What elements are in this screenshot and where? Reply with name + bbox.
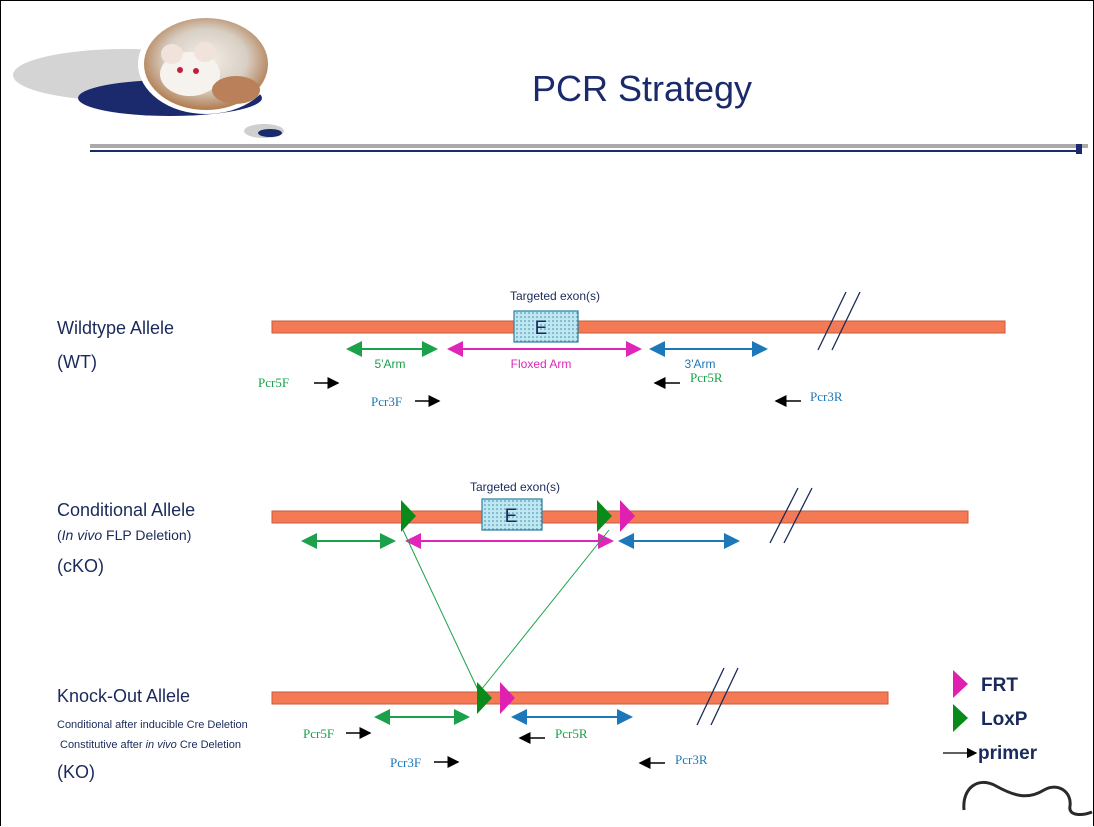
wt-pcr3r-label: Pcr3R <box>810 389 843 404</box>
ko-line1: Conditional after inducible Cre Deletion <box>57 719 248 731</box>
ko-pcr5f-label: Pcr5F <box>303 726 334 741</box>
slide-title: PCR Strategy <box>532 68 752 109</box>
cko-exon-box <box>481 498 543 531</box>
legend-frt-label: FRT <box>981 675 1018 696</box>
ko-abbr: (KO) <box>57 762 95 782</box>
legend: FRT LoxP primer <box>943 670 1038 764</box>
wt-abbr: (WT) <box>57 352 97 372</box>
ko-pcr3r-label: Pcr3R <box>675 752 708 767</box>
cko-abbr: (cKO) <box>57 556 104 576</box>
ko-bar <box>271 691 889 705</box>
wt-exon-box <box>513 310 579 343</box>
cko-loxp-left-icon <box>401 500 416 532</box>
title-rule-navy <box>90 150 1080 152</box>
legend-loxp-label: LoxP <box>981 709 1028 730</box>
title-rule-end <box>1076 144 1082 154</box>
ko-loxp-icon <box>477 682 492 714</box>
cko-frt-icon <box>620 500 635 532</box>
ko-line2: Constitutive after in vivo Cre Deletion <box>60 739 241 751</box>
wt-floxed-label: Floxed Arm <box>511 357 572 371</box>
legend-frt-icon <box>953 670 968 698</box>
ko-pcr3f-label: Pcr3F <box>390 755 421 770</box>
cko-label: Conditional Allele <box>57 500 195 520</box>
mouse-tail-icon <box>962 780 1093 816</box>
wt-exon-caption: Targeted exon(s) <box>510 289 600 303</box>
cko-loxp-right-icon <box>597 500 612 532</box>
wt-5arm-label: 5'Arm <box>375 357 406 371</box>
knockout-allele: Knock-Out Allele Conditional after induc… <box>57 667 889 782</box>
cre-recombination-line-left <box>402 529 479 691</box>
cre-recombination-line-right <box>480 529 610 691</box>
wt-exon-letter: E <box>535 318 548 339</box>
title-rule-grey <box>90 144 1088 148</box>
wt-pcr5r-label: Pcr5R <box>690 370 723 385</box>
cko-break-1 <box>769 487 799 544</box>
ko-break-1 <box>696 667 725 726</box>
ko-label: Knock-Out Allele <box>57 686 190 706</box>
cko-exon-caption: Targeted exon(s) <box>470 480 560 494</box>
cko-exon-letter: E <box>505 506 518 527</box>
cko-break-2 <box>783 487 813 544</box>
legend-primer-label: primer <box>978 743 1038 764</box>
wt-pcr5f-label: Pcr5F <box>258 375 289 390</box>
conditional-allele: Conditional Allele (In vivo FLP Deletion… <box>57 480 969 691</box>
ko-frt-icon <box>500 682 515 714</box>
wt-break-2 <box>831 291 861 351</box>
wt-label: Wildtype Allele <box>57 318 174 338</box>
ko-pcr5r-label: Pcr5R <box>555 726 588 741</box>
wt-3arm-label: 3'Arm <box>685 357 716 371</box>
wt-pcr3f-label: Pcr3F <box>371 394 402 409</box>
ko-break-2 <box>710 667 739 726</box>
wildtype-allele: Wildtype Allele (WT) Targeted exon(s) E … <box>57 289 1006 409</box>
wt-break-1 <box>817 291 847 351</box>
cko-sub: (In vivo FLP Deletion) <box>57 527 191 543</box>
header-logo <box>13 14 284 138</box>
legend-loxp-icon <box>953 704 968 732</box>
wt-bar <box>271 320 1006 334</box>
